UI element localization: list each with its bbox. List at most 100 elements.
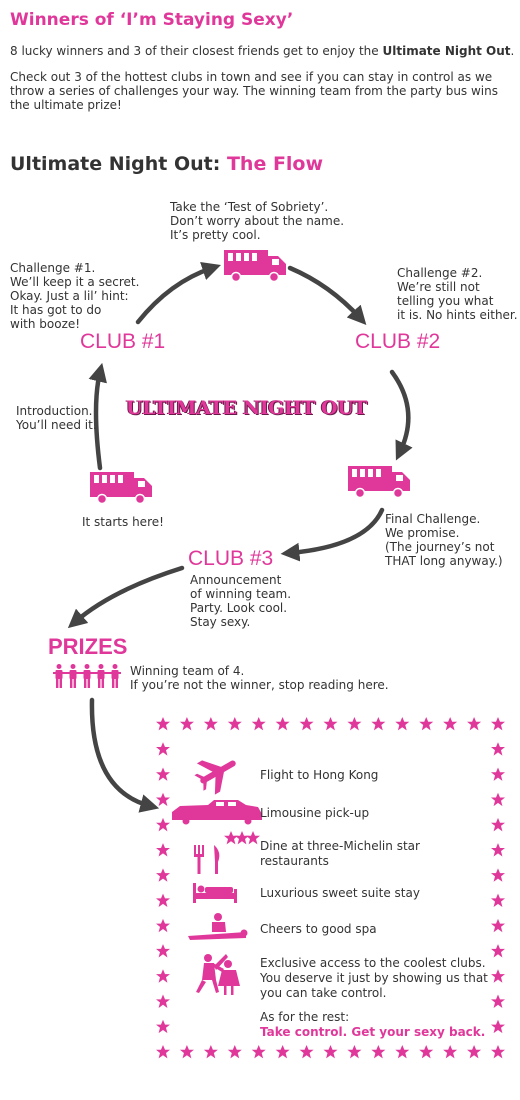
page-title: Winners of ‘I’m Staying Sexy’ xyxy=(10,10,294,30)
ultimate-night-out-title: ULTIMATE NIGHT OUT xyxy=(126,397,367,419)
border-star-icon xyxy=(299,717,314,731)
step-sobriety-line: Take the ‘Test of Sobriety’. xyxy=(170,200,329,214)
prize-flight: Flight to Hong Kong xyxy=(260,768,379,782)
winning-team-icon xyxy=(53,664,121,688)
border-star-icon xyxy=(323,717,338,731)
border-star-icon xyxy=(156,792,170,807)
border-star-icon xyxy=(443,717,458,731)
border-star-icon xyxy=(275,1045,290,1059)
step-challenge2-line: it is. No hints either. xyxy=(397,308,518,322)
prize-dining: Dine at three-Michelin star restaurants xyxy=(260,839,420,869)
border-star-icon xyxy=(156,1045,170,1059)
step-challenge1-line: Challenge #1. xyxy=(10,261,96,275)
airplane-icon xyxy=(194,760,236,795)
step-club3-line: Stay sexy. xyxy=(190,615,251,629)
prize-clubs-line: Exclusive access to the coolest clubs. xyxy=(260,956,486,970)
step-challenge1-line: Okay. Just a lil’ hint: xyxy=(10,289,129,303)
border-star-icon xyxy=(251,1045,266,1059)
step-challenge-2: Challenge #2. We’re still not telling yo… xyxy=(397,266,518,322)
border-star-icon xyxy=(395,717,410,731)
border-star-icon xyxy=(156,742,170,756)
border-star-icon xyxy=(156,843,170,857)
border-star-icon xyxy=(491,969,505,983)
border-star-icon xyxy=(156,817,170,832)
club-2-label: CLUB #2 xyxy=(355,330,441,353)
border-star-icon xyxy=(443,1045,458,1059)
step-challenge2-line: telling you what xyxy=(397,294,494,308)
step-club3-line: Party. Look cool. xyxy=(190,601,288,615)
prize-suite: Luxurious sweet suite stay xyxy=(260,886,420,900)
winning-team-text: Winning team of 4. If you’re not the win… xyxy=(130,664,389,692)
step-club3-line: Announcement xyxy=(190,573,282,587)
border-star-icon xyxy=(299,1045,314,1059)
rest-tagline: Take control. Get your sexy back. xyxy=(260,1025,486,1039)
border-star-icon xyxy=(347,1045,362,1059)
border-star-icon xyxy=(419,717,434,731)
prize-clubs-line: You deserve it just by showing us that xyxy=(260,971,488,985)
border-star-icon xyxy=(275,717,290,731)
step-final-line: We promise. xyxy=(385,526,460,540)
limousine-icon xyxy=(172,800,262,825)
step-final-line: (The journey’s not xyxy=(385,540,495,554)
prize-clubs: Exclusive access to the coolest clubs. Y… xyxy=(260,956,488,1001)
prize-clubs-line: you can take control. xyxy=(260,986,387,1000)
border-star-icon xyxy=(227,1045,242,1059)
step-final-line: THAT long anyway.) xyxy=(385,554,503,568)
club-1-label: CLUB #1 xyxy=(80,330,166,353)
border-star-icon xyxy=(491,792,505,807)
border-star-icon xyxy=(491,994,505,1008)
border-star-icon xyxy=(156,994,170,1008)
step-start: It starts here! xyxy=(82,515,164,529)
step-final-challenge: Final Challenge. We promise. (The journe… xyxy=(385,512,503,568)
flow-arrows xyxy=(67,262,413,813)
winning-team-line: If you’re not the winner, stop reading h… xyxy=(130,678,389,692)
intro-text-start: 8 lucky winners and 3 of their closest f… xyxy=(10,44,383,58)
step-challenge1-line: with booze! xyxy=(10,317,81,331)
border-star-icon xyxy=(179,1045,194,1059)
border-star-icon xyxy=(491,767,505,781)
border-star-icon xyxy=(491,843,505,857)
border-star-icon xyxy=(323,1045,338,1059)
intro-paragraph-1: 8 lucky winners and 3 of their closest f… xyxy=(10,44,515,58)
border-star-icon xyxy=(156,868,170,882)
intro-text: 8 lucky winners and 3 of their closest f… xyxy=(10,44,515,124)
step-challenge-1: Challenge #1. We’ll keep it a secret. Ok… xyxy=(10,261,139,331)
border-star-icon xyxy=(179,717,194,731)
step-challenge2-line: Challenge #2. xyxy=(397,266,483,280)
step-challenge2-line: We’re still not xyxy=(397,280,480,294)
border-star-icon xyxy=(156,944,170,958)
party-bus-right-icon xyxy=(347,465,411,499)
border-star-icon xyxy=(156,893,170,908)
border-star-icon xyxy=(491,1045,505,1059)
prize-limousine: Limousine pick-up xyxy=(260,806,370,820)
step-introduction-line: You’ll need it. xyxy=(16,418,97,432)
border-star-icon xyxy=(395,1045,410,1059)
bed-icon xyxy=(193,883,237,903)
border-star-icon xyxy=(491,1019,505,1034)
prizes-heading: PRIZES xyxy=(48,634,128,659)
prize-dining-line: Dine at three-Michelin star xyxy=(260,839,420,853)
step-challenge1-line: We’ll keep it a secret. xyxy=(10,275,140,289)
border-star-icon xyxy=(227,717,242,731)
step-club3-line: of winning team. xyxy=(190,587,292,601)
border-star-icon xyxy=(491,717,505,731)
border-star-icon xyxy=(491,742,505,756)
flow-heading-accent: The Flow xyxy=(226,153,324,175)
border-star-icon xyxy=(203,717,218,731)
border-star-icon xyxy=(156,767,170,781)
step-sobriety-line: It’s pretty cool. xyxy=(170,228,261,242)
intro-text-end: . xyxy=(510,44,515,58)
step-final-line: Final Challenge. xyxy=(385,512,481,526)
border-star-icon xyxy=(491,944,505,958)
step-introduction-line: Introduction. xyxy=(16,404,93,418)
border-star-icon xyxy=(491,918,505,933)
border-star-icon xyxy=(419,1045,434,1059)
border-star-icon xyxy=(467,717,482,731)
step-sobriety-test: Take the ‘Test of Sobriety’. Don’t worry… xyxy=(170,200,344,242)
border-star-icon xyxy=(203,1045,218,1059)
winning-team-line: Winning team of 4. xyxy=(130,664,245,678)
step-club-3: Announcement of winning team. Party. Loo… xyxy=(190,573,291,629)
border-star-icon xyxy=(156,717,170,731)
rest-label: As for the rest: xyxy=(260,1010,350,1024)
spa-icon xyxy=(188,913,248,940)
